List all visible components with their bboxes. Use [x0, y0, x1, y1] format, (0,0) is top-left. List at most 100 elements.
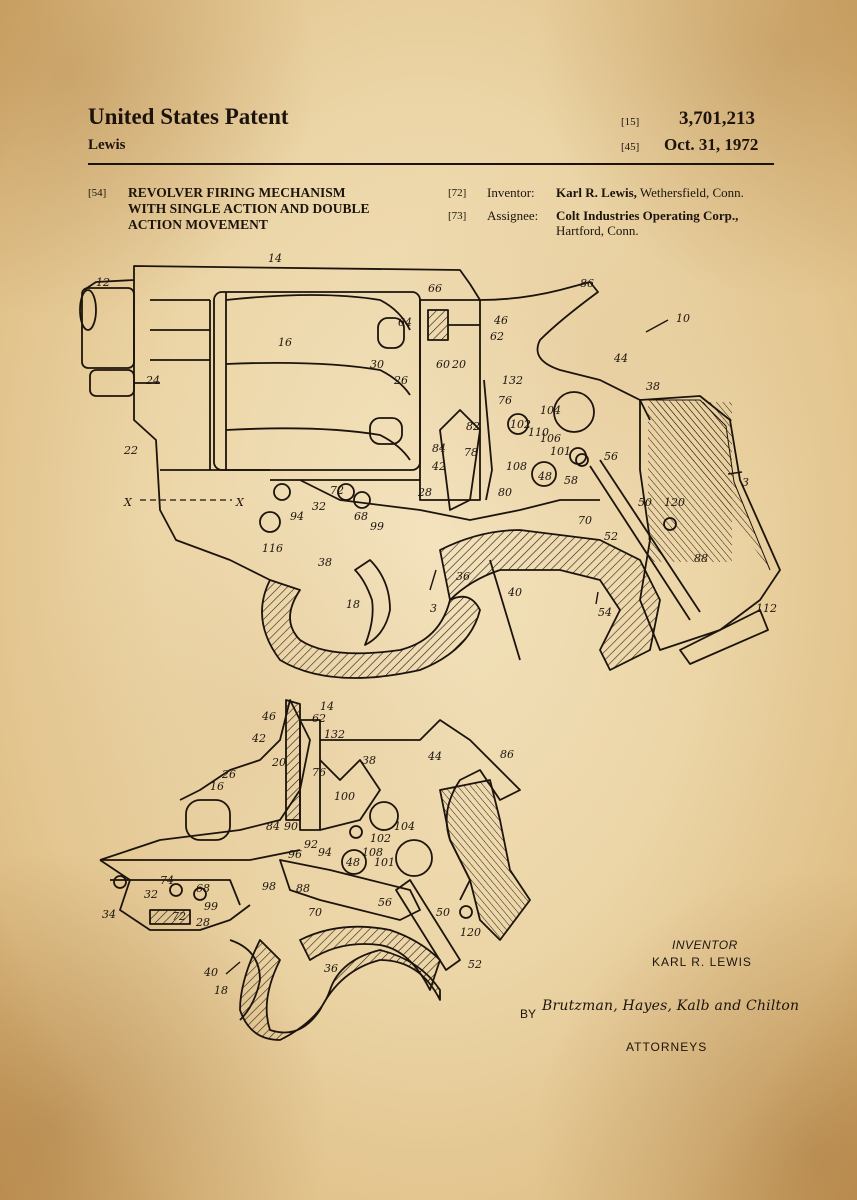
ref-label: 101 [550, 445, 571, 458]
ref-label: 110 [528, 426, 549, 439]
ref-label: 72 [172, 910, 186, 923]
patent-date: Oct. 31, 1972 [664, 135, 759, 154]
assignee-place: Hartford, Conn. [556, 223, 639, 238]
ref-label: 14 [320, 700, 334, 713]
ref-label: 96 [288, 848, 302, 861]
ref-label: 86 [500, 748, 514, 761]
ref-label: 120 [460, 926, 481, 939]
ref-label: 54 [598, 606, 612, 619]
ref-label: 80 [498, 486, 512, 499]
ref-label: 84 [432, 442, 446, 455]
ref-label: 34 [102, 908, 116, 921]
ref-label: 56 [378, 896, 392, 909]
ref-label: 46 [261, 710, 276, 723]
ref-label: 94 [318, 846, 332, 859]
frame-section [99, 699, 311, 861]
ref-label: 38 [646, 380, 660, 393]
ref-label: 44 [427, 750, 442, 763]
cylinder-chamber-top [377, 317, 405, 349]
attorneys-label: ATTORNEYS [626, 1040, 708, 1054]
ref-label: 68 [196, 882, 210, 895]
ref-label: 82 [466, 420, 480, 433]
hammer-pivot [553, 391, 595, 433]
ref-label: 102 [370, 832, 391, 845]
ref-label: 3 [742, 476, 749, 489]
ref-label: 92 [304, 838, 318, 851]
ref-label: 26 [393, 374, 408, 387]
ref-label: 120 [664, 496, 685, 509]
ref-label: 132 [324, 728, 345, 741]
ref-label: 102 [510, 418, 531, 431]
ref-label: 12 [96, 276, 110, 289]
barrel-muzzle [81, 287, 135, 369]
ref-label: 72 [330, 484, 344, 497]
ref-label: 36 [456, 570, 470, 583]
inventor-heading: INVENTOR [672, 938, 738, 952]
ref-label: 62 [312, 712, 326, 725]
assignee-name: Colt Industries Operating Corp., [556, 208, 739, 223]
ref-label: 84 [266, 820, 280, 833]
invention-title-line: REVOLVER FIRING MECHANISM [128, 185, 346, 200]
ref-label: X [123, 496, 133, 509]
ref-label: 94 [290, 510, 304, 523]
ref-label: 3 [430, 602, 437, 615]
inventor-signature-name: KARL R. LEWIS [652, 955, 752, 969]
ref-label: 22 [123, 444, 138, 457]
ref-label: 24 [145, 374, 160, 387]
grip-panel-detail [439, 779, 531, 941]
ref-label: 16 [278, 336, 292, 349]
ref-label: 52 [604, 530, 618, 543]
inventor-place: Wethersfield, Conn. [639, 185, 744, 200]
ref-label: 16 [210, 780, 224, 793]
ref-label: 74 [160, 874, 174, 887]
patent-number: 3,701,213 [679, 108, 755, 129]
recoil-plate [419, 299, 481, 501]
ref-label: 32 [312, 500, 326, 513]
patent-number-code: [15] [621, 116, 640, 128]
header-rule [88, 163, 774, 165]
ref-label: 78 [464, 446, 478, 459]
ref-label: 68 [354, 510, 368, 523]
ref-label: 76 [312, 766, 326, 779]
ref-label: 104 [394, 820, 415, 833]
assignee-code: [73] [448, 210, 467, 222]
invention-title: REVOLVER FIRING MECHANISM WITH SINGLE AC… [128, 185, 428, 233]
ref-label: 46 [493, 314, 508, 327]
cylinder-chamber-bottom [369, 417, 403, 445]
ejector-rod [89, 369, 135, 397]
frame-front [133, 280, 271, 581]
ref-label: 52 [468, 958, 482, 971]
trigger-guard [261, 579, 481, 679]
ref-label: 42 [251, 732, 266, 745]
ref-label: 28 [195, 916, 210, 929]
patent-heading: United States Patent [88, 104, 289, 129]
ref-label: 86 [580, 277, 594, 290]
ref-label: 10 [676, 312, 690, 325]
inventor-field: Karl R. Lewis, Wethersfield, Conn. [556, 185, 744, 201]
ref-label: 30 [370, 358, 384, 371]
ref-label: 20 [271, 756, 286, 769]
ref-label: 88 [296, 882, 310, 895]
section-arrows [225, 319, 743, 975]
inventor-name: Karl R. Lewis, [556, 185, 637, 200]
ref-label: 90 [284, 820, 298, 833]
title-code: [54] [88, 187, 107, 199]
ref-label: 132 [502, 374, 523, 387]
figure-2-mechanism [99, 699, 531, 1041]
inventor-code: [72] [448, 187, 467, 199]
grip-frame [439, 529, 661, 671]
ref-label: 66 [428, 282, 442, 295]
ref-label: 40 [203, 966, 218, 979]
ref-label: 50 [638, 496, 652, 509]
ref-label: 112 [756, 602, 777, 615]
ref-label: 62 [490, 330, 504, 343]
ref-label: 99 [204, 900, 218, 913]
ref-label: 28 [417, 486, 432, 499]
ref-label: 99 [370, 520, 384, 533]
inventor-label: Inventor: [487, 185, 535, 200]
ref-label: 42 [431, 460, 446, 473]
ref-label: 108 [506, 460, 527, 473]
ref-label: 48 [537, 470, 552, 483]
cylinder-chamber [185, 799, 231, 841]
